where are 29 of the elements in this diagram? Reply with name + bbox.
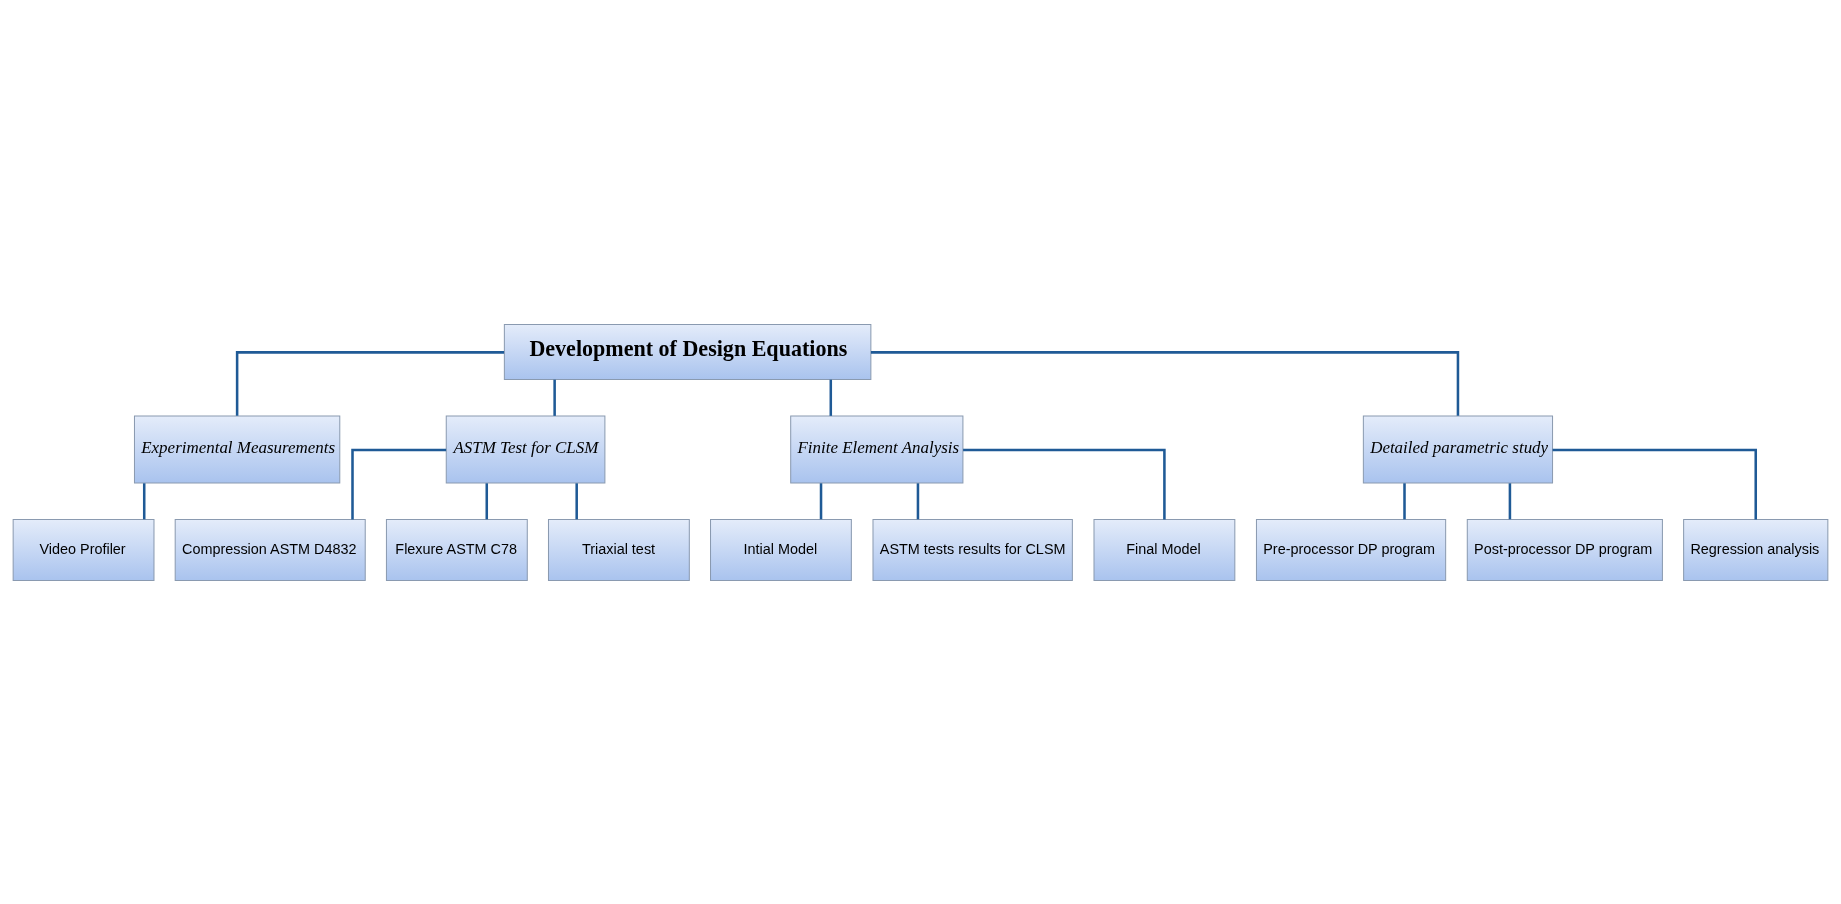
connector: [485, 482, 489, 519]
node-box: ASTM Test for CLSM: [445, 415, 606, 484]
connector: [819, 482, 823, 519]
node-box: Intial Model: [710, 518, 852, 581]
connector: [1403, 482, 1406, 519]
connector: [553, 379, 556, 416]
node-box: ASTM tests results for CLSM: [872, 518, 1073, 581]
node-box: Post-processor DP program: [1466, 518, 1663, 581]
node-box: Finite Element Analysis: [790, 415, 964, 484]
node-box: Video Profiler: [12, 518, 155, 581]
node-box: Detailed parametric study: [1362, 415, 1554, 484]
node-box: Compression ASTM D4832: [174, 518, 366, 581]
node-box: Development of Design Equations: [503, 323, 872, 380]
node-box: Flexure ASTM C78: [385, 518, 528, 581]
node-box: Experimental Measurements: [133, 415, 341, 484]
connector: [575, 482, 578, 519]
connector: [351, 448, 447, 519]
connector: [142, 482, 146, 519]
connector: [1508, 482, 1512, 519]
node-box: Final Model: [1093, 518, 1236, 581]
connector: [1552, 448, 1757, 519]
node-box: Pre-processor DP program: [1255, 518, 1447, 581]
connector: [870, 350, 1460, 416]
connector: [916, 482, 920, 519]
connector: [829, 379, 833, 416]
node-box: Regression analysis: [1683, 518, 1829, 581]
node-box: Triaxial test: [547, 518, 690, 581]
connector: [235, 350, 505, 416]
connector: [963, 448, 1166, 519]
